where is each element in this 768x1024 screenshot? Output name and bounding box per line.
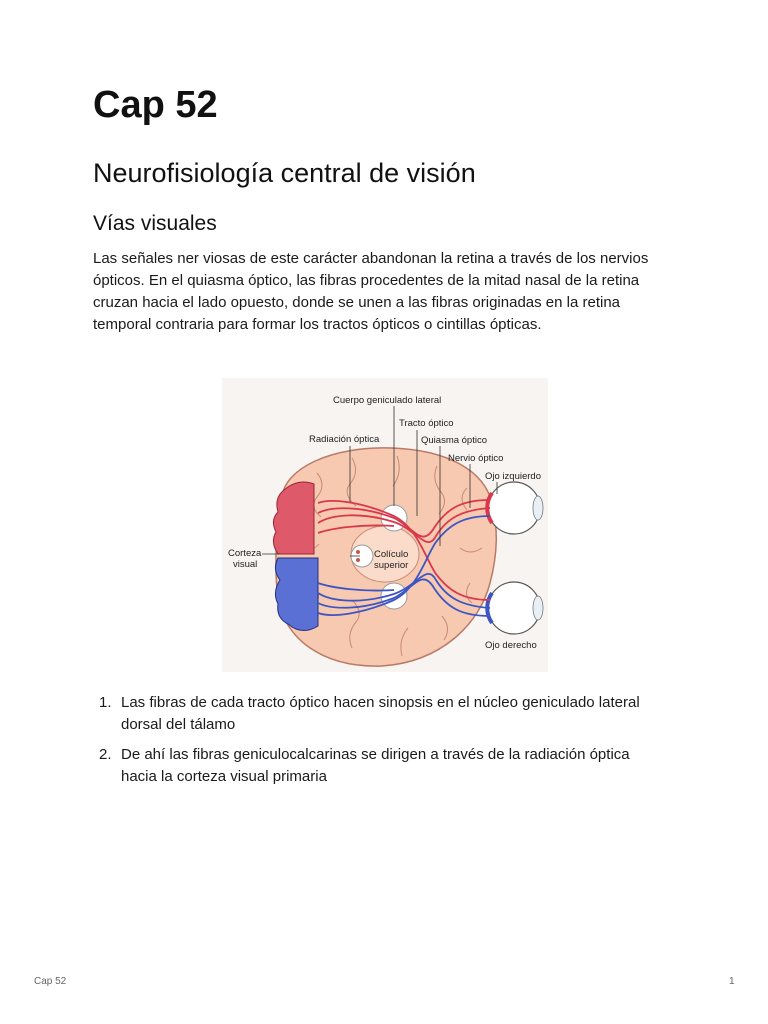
footer-page-number: 1 <box>729 976 735 987</box>
intro-paragraph: Las señales ner viosas de este carácter … <box>93 250 649 333</box>
page-title: Cap 52 <box>93 84 218 126</box>
label-cuerpo-geniculado: Cuerpo geniculado lateral <box>333 395 441 406</box>
list-item: 1. Las fibras de cada tracto óptico hace… <box>93 692 663 736</box>
visual-pathway-illustration: Cuerpo geniculado lateral Tracto óptico … <box>222 378 548 672</box>
colliculus-dot <box>356 558 360 562</box>
left-visual-cortex <box>272 481 315 555</box>
list-item-text: Las fibras de cada tracto óptico hacen s… <box>121 694 640 733</box>
left-visual-pathway <box>317 499 491 601</box>
right-visual-cortex <box>274 557 319 631</box>
chapter-subtitle: Neurofisiología central de visión <box>93 158 476 188</box>
section-heading: Vías visuales <box>93 212 217 235</box>
label-ojo-derecho: Ojo derecho <box>485 640 537 651</box>
label-ojo-izquierdo: Ojo izquierdo <box>485 471 541 482</box>
list-item: 2. De ahí las fibras geniculocalcarinas … <box>93 744 663 788</box>
label-nervio-optico: Nervio óptico <box>448 453 503 464</box>
colliculus-dot <box>356 550 360 554</box>
list-item-number: 2. <box>99 746 112 763</box>
label-coliculo: Colículo <box>374 549 408 560</box>
numbered-list: 1. Las fibras de cada tracto óptico hace… <box>93 692 663 796</box>
footer-chapter-label: Cap 52 <box>34 976 67 987</box>
label-quiasma-optico: Quiasma óptico <box>421 435 487 446</box>
list-item-number: 1. <box>99 694 112 711</box>
left-eye <box>485 481 544 535</box>
label-radiacion-optica: Radiación óptica <box>309 434 380 445</box>
label-visual: visual <box>233 559 257 570</box>
label-leader-lines <box>262 406 498 557</box>
right-visual-pathway <box>317 515 491 617</box>
label-corteza: Corteza <box>228 548 262 559</box>
list-item-text: De ahí las fibras geniculocalcarinas se … <box>121 746 630 785</box>
label-tracto-optico: Tracto óptico <box>399 418 454 429</box>
visual-pathway-figure: Cuerpo geniculado lateral Tracto óptico … <box>222 378 548 672</box>
label-superior: superior <box>374 560 408 571</box>
